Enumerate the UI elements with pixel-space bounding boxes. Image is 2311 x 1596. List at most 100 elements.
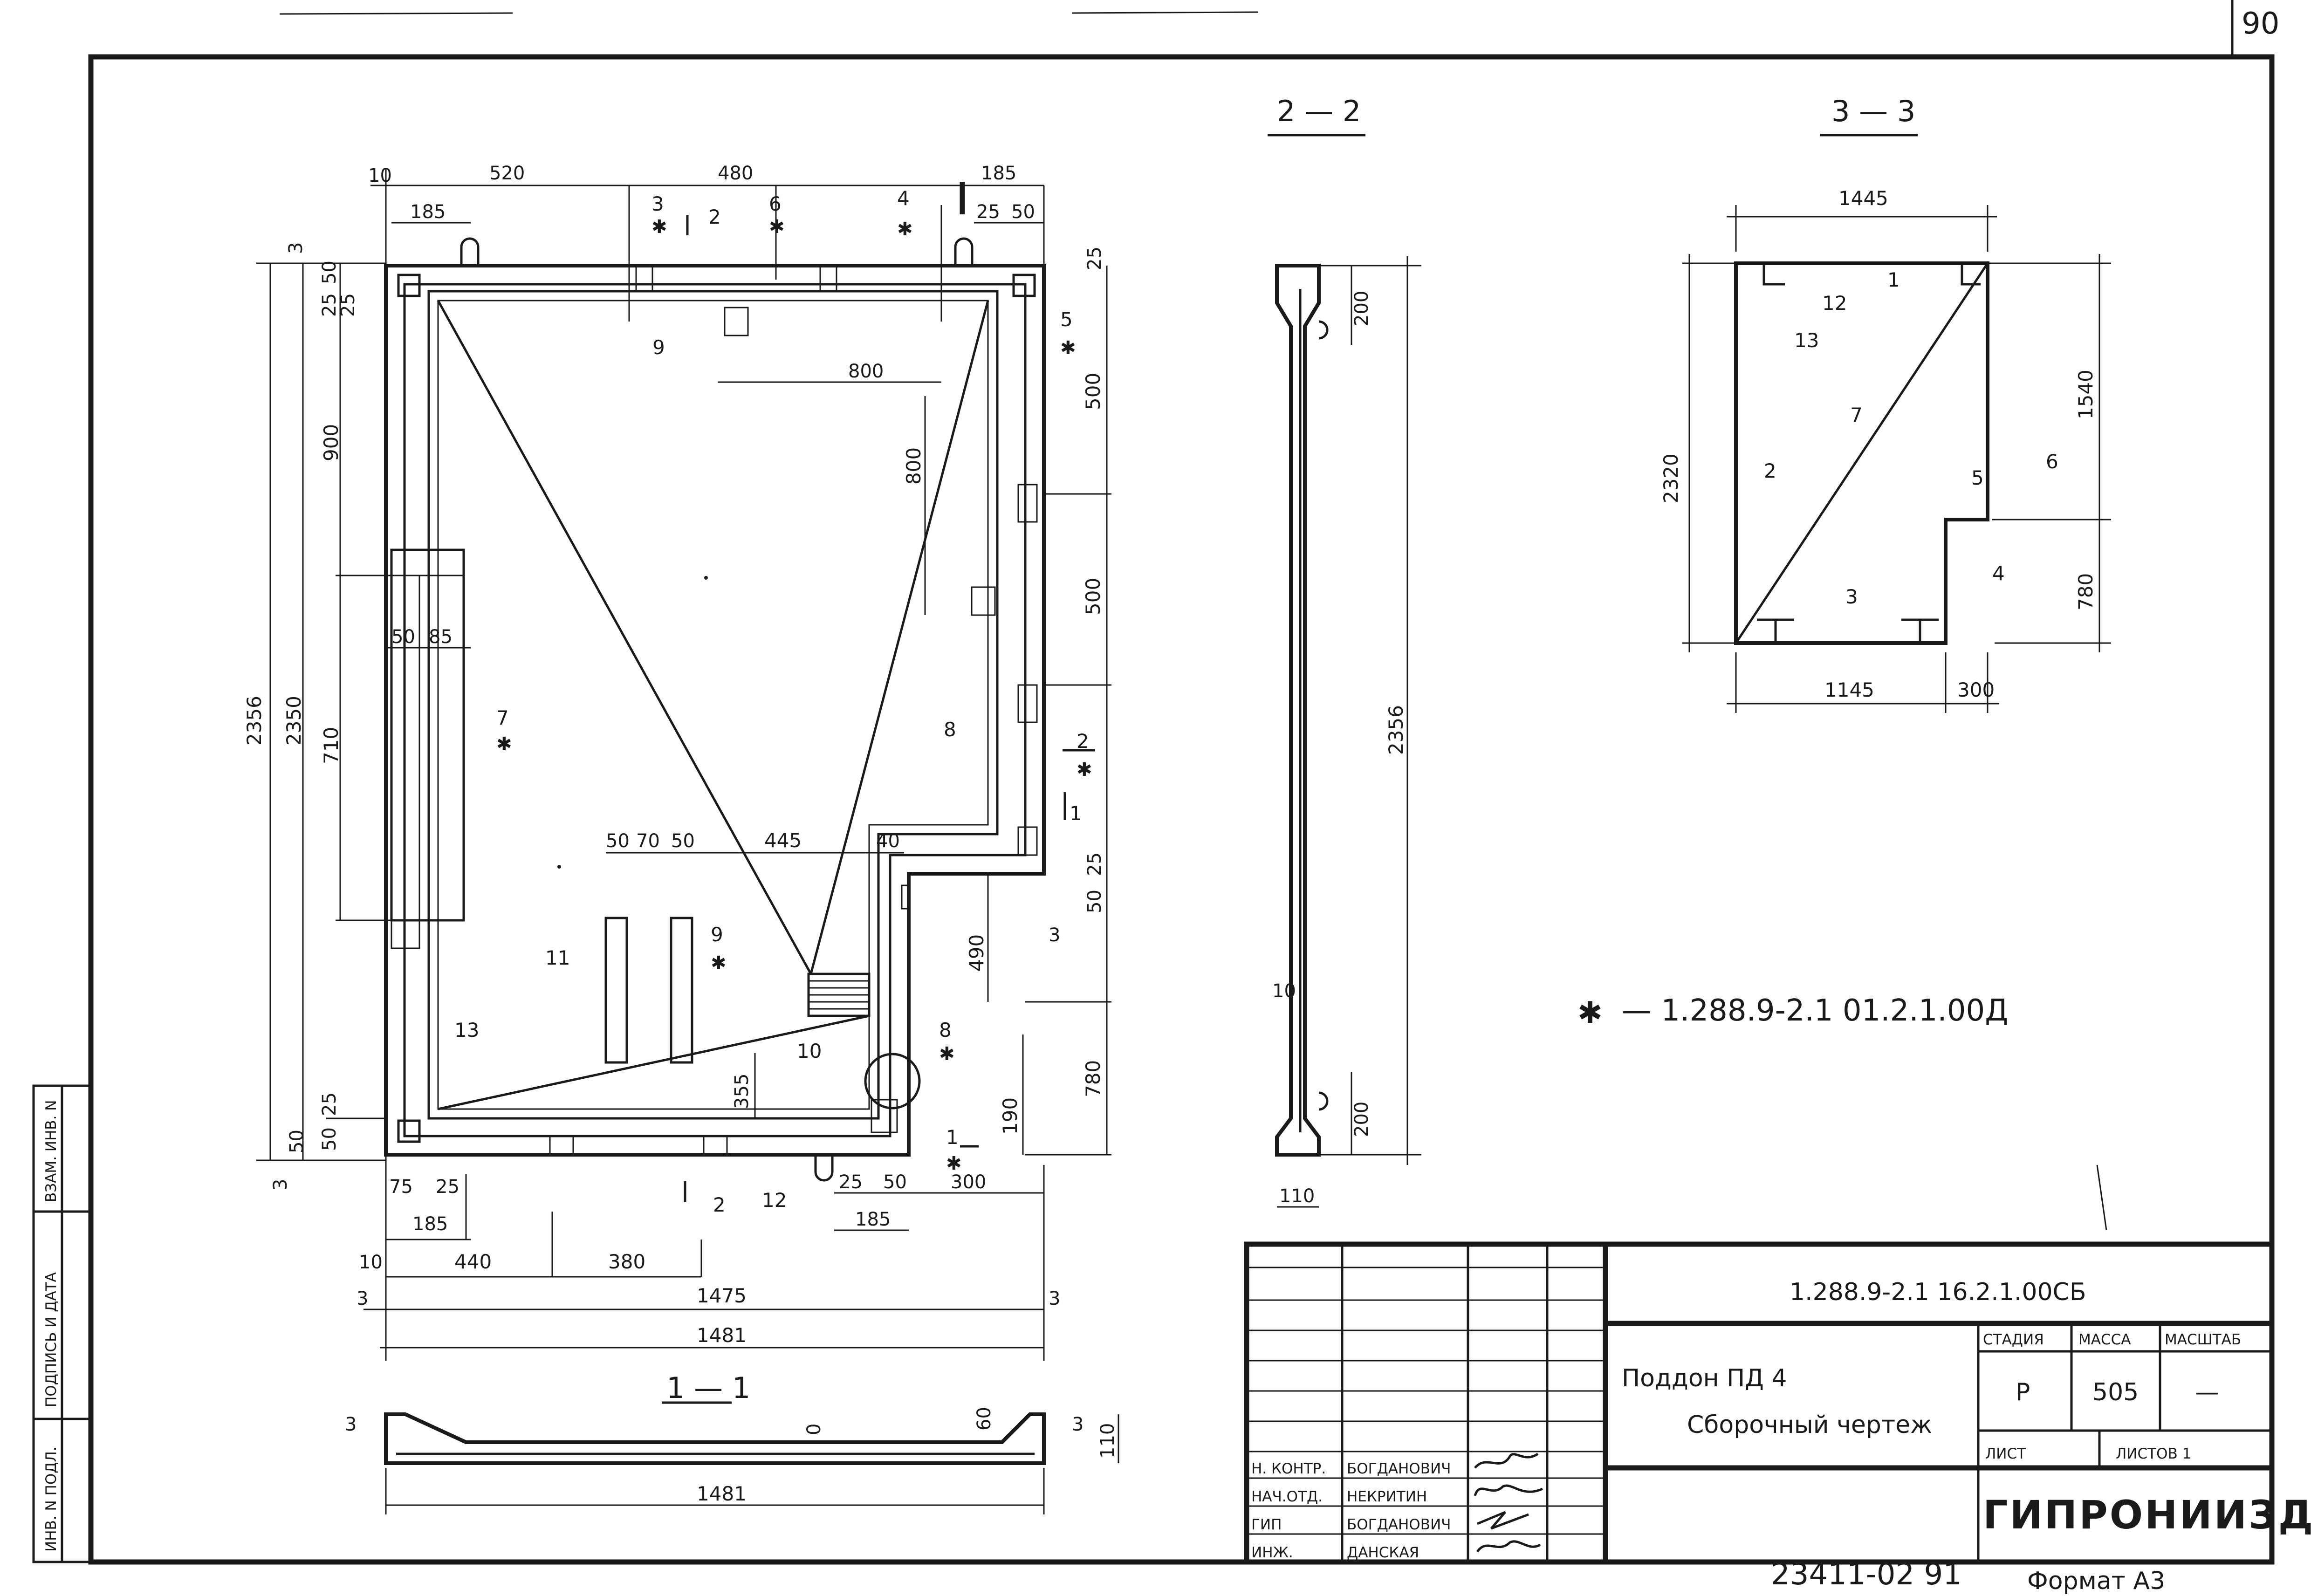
title-block: 1.288.9-2.1 16.2.1.00СБ Поддон ПД 4 Сбор…	[1244, 1241, 2311, 1565]
plan-dim-bottom-3b: 3	[1049, 1288, 1060, 1309]
bottom-number: 23411-02 91	[1771, 1557, 1962, 1592]
title-block-title-line1: Поддон ПД 4	[1622, 1364, 1787, 1392]
plan-label-11: 11	[545, 946, 570, 969]
plan-label-9-mid-star: ✱	[711, 952, 727, 974]
plan-dim-inner-445: 445	[764, 829, 802, 852]
plan-dim-25-top: 25	[976, 201, 1000, 223]
plan-label-8-star: ✱	[939, 1043, 955, 1065]
plan-dim-left-900: 900	[320, 424, 343, 461]
plan-dimension-texts: 10 520 480 185 185 25 50 3 ✱ 2 6 ✱ 4 ✱ 3…	[243, 163, 1105, 1347]
section-3-3-title: 3 — 3	[1831, 94, 1915, 128]
plan-dim-left-50b: 50	[319, 1127, 340, 1151]
s11-dim-3-right: 3	[1072, 1414, 1083, 1435]
s22-dim-2356: 2356	[1385, 705, 1407, 755]
title-block-sheets-label: ЛИСТОВ 1	[2116, 1445, 2191, 1462]
title-block-stage-value: Р	[2016, 1378, 2030, 1406]
s11-dim-1481: 1481	[697, 1482, 747, 1505]
section-2-2: 2 — 2 200 2356 10 200 110	[1268, 94, 1421, 1208]
section-2-2-title: 2 — 2	[1277, 94, 1361, 128]
plan-dim-520: 520	[489, 163, 525, 184]
plan-mark-4: 4	[897, 187, 910, 210]
plan-dim-bottom-3a: 3	[357, 1288, 368, 1309]
plan-dim-bottom-1475: 1475	[697, 1284, 747, 1307]
section-1-1-title: 1 — 1	[666, 1371, 750, 1405]
plan-mark-2: 2	[708, 205, 721, 228]
plan-label-9-top: 9	[652, 336, 665, 359]
plan-dim-inner-800: 800	[848, 361, 884, 382]
plan-mark-6: 6	[769, 192, 782, 215]
signature-scribble-4	[1476, 1540, 1541, 1553]
plan-label-2-right-star: ✱	[1077, 759, 1092, 781]
plan-dim-left-50a: 50	[319, 260, 340, 284]
plan-dim-inner-355: 355	[731, 1074, 753, 1109]
signature-name-2: НЕКРИТИН	[1347, 1488, 1427, 1505]
signature-scribble-2	[1474, 1484, 1543, 1496]
plan-dim-right-25b: 25	[1084, 852, 1105, 876]
s22-dim-110: 110	[1279, 1185, 1315, 1207]
plan-label-13: 13	[454, 1019, 479, 1041]
plan-dim-right-3: 3	[1049, 925, 1060, 946]
plan-dim-bottom-440: 440	[454, 1250, 492, 1273]
plan-dim-185-left: 185	[410, 201, 446, 223]
plan-dim-right-780: 780	[1082, 1060, 1104, 1097]
plan-dim-bottom-25b: 25	[839, 1171, 863, 1193]
stamp-inv-no: ИНВ. N ПОДЛ.	[43, 1446, 60, 1552]
plan-dim-right-50: 50	[1084, 890, 1105, 913]
plan-dim-bottom-185b: 185	[855, 1209, 891, 1230]
plan-dim-left-710: 710	[320, 727, 343, 764]
plan-dim-inner-50: 50	[391, 626, 415, 648]
plan-dim-right-500a: 500	[1082, 373, 1104, 410]
title-block-mass-value: 505	[2092, 1378, 2139, 1406]
plan-label-5-star: ✱	[1060, 337, 1076, 359]
plan-dim-bottom-300: 300	[951, 1171, 986, 1193]
signature-name-4: ДАНСКАЯ	[1347, 1544, 1419, 1561]
s33-label-12: 12	[1822, 292, 1847, 315]
plan-dimension-lines	[256, 168, 1111, 1361]
plan-label-9-mid: 9	[711, 923, 723, 946]
plan-label-2-right: 2	[1077, 730, 1089, 753]
section-1-1: 1 — 1 3 0 60 3 110 1481	[345, 1371, 1119, 1514]
title-block-col-stage: СТАДИЯ	[1983, 1331, 2044, 1348]
signature-role-1: Н. КОНТР.	[1251, 1460, 1326, 1477]
plan-dim-bottom-1481: 1481	[697, 1324, 747, 1347]
plan-label-1-right: 1	[1070, 802, 1082, 825]
s22-dim-10: 10	[1272, 980, 1296, 1002]
signature-name-1: БОГДАНОВИЧ	[1347, 1460, 1451, 1477]
s33-dim-2320: 2320	[1660, 453, 1682, 503]
signature-scribble-3	[1477, 1511, 1529, 1530]
plan-label-5: 5	[1060, 308, 1073, 331]
plan-label-2-bottom: 2	[713, 1193, 726, 1216]
plan-mark-4-star: ✱	[897, 219, 913, 240]
plan-dim-inner-85: 85	[429, 626, 453, 648]
title-block-scale-value: —	[2195, 1378, 2219, 1406]
plan-dim-185-right: 185	[981, 163, 1016, 184]
title-block-col-scale: МАСШТАБ	[2165, 1331, 2241, 1348]
plan-dim-left-2356: 2356	[243, 696, 266, 746]
plan-dim-right-25: 25	[1084, 247, 1105, 270]
plan-dim-left-50c: 50	[286, 1130, 308, 1153]
s33-label-7: 7	[1850, 404, 1863, 426]
plan-dim-right-490: 490	[965, 934, 988, 972]
plan-dim-right-190: 190	[999, 1097, 1022, 1135]
plan-dim-inner-40: 40	[876, 830, 900, 852]
title-block-document-code: 1.288.9-2.1 16.2.1.00СБ	[1790, 1278, 2086, 1306]
s11-dim-3-left: 3	[345, 1414, 357, 1435]
plan-dim-bottom-185: 185	[412, 1213, 448, 1235]
sheet-frame	[88, 0, 2275, 1565]
page-number: 90	[2242, 7, 2279, 41]
stamp-signature-date: ПОДПИСЬ И ДАТА	[43, 1272, 60, 1407]
signature-role-2: НАЧ.ОТД.	[1251, 1488, 1323, 1505]
plan-dim-left-25c: 25	[319, 1092, 340, 1116]
s11-dim-0: 0	[803, 1424, 825, 1435]
plan-mark-3-star: ✱	[651, 216, 667, 238]
plan-dim-bottom-75: 75	[389, 1176, 413, 1198]
signature-role-4: ИНЖ.	[1251, 1544, 1293, 1561]
title-block-sheet-label: ЛИСТ	[1985, 1445, 2026, 1462]
plan-dim-50-top: 50	[1011, 201, 1035, 223]
plan-dim-left-2350: 2350	[282, 696, 305, 746]
section-3-3: 3 — 3 1445 2320 1540 780 1145 300 1 12 1…	[1660, 94, 2111, 713]
s33-dim-1145: 1145	[1824, 678, 1874, 701]
plan-mark-3: 3	[651, 192, 664, 215]
title-block-col-mass: МАССА	[2078, 1331, 2131, 1348]
plan-dim-480: 480	[718, 163, 753, 184]
